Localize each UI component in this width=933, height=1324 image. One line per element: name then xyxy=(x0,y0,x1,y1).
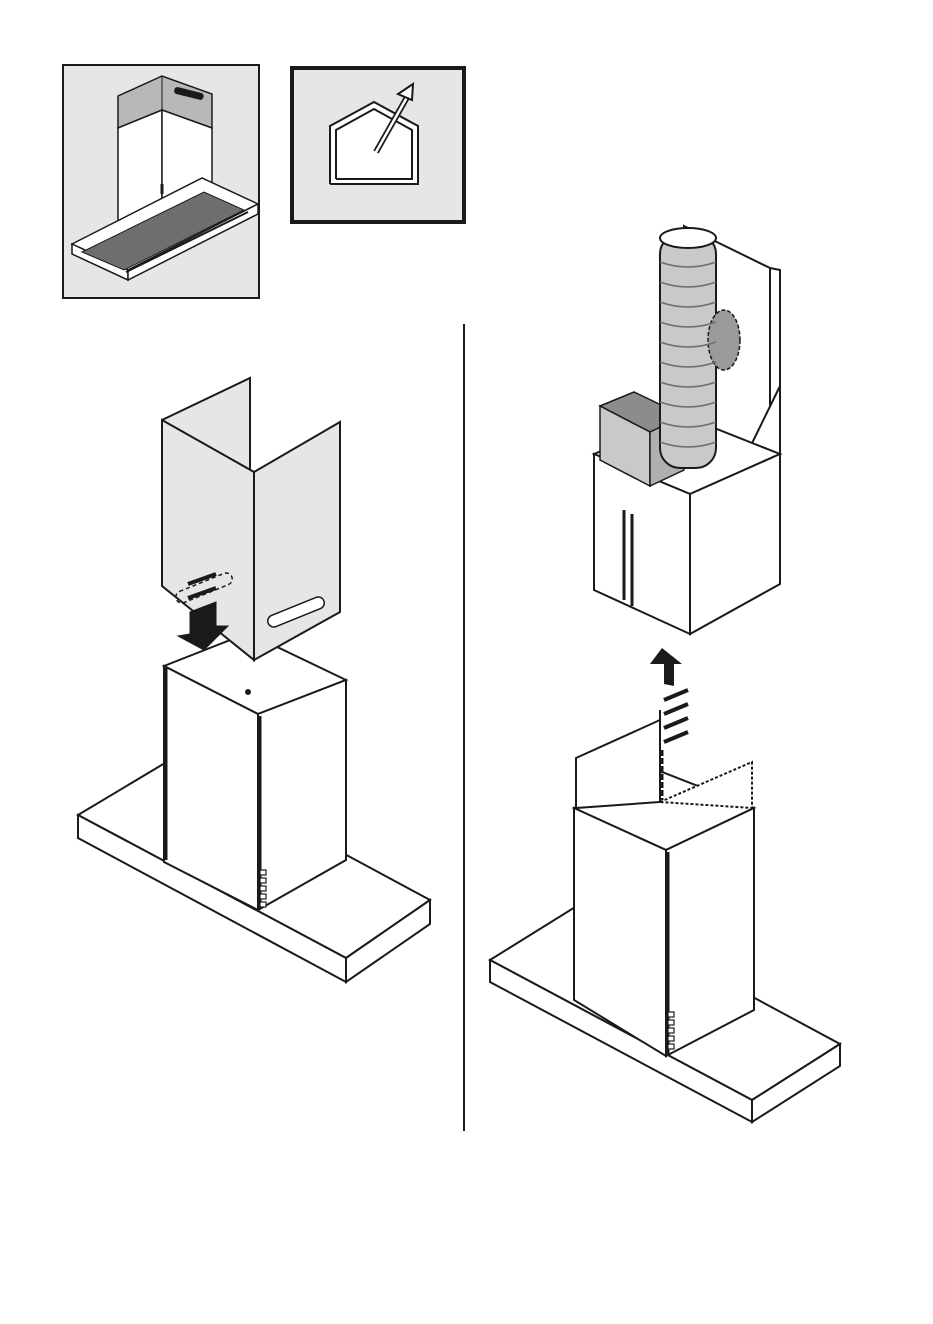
hood-lower-chimney-diagram xyxy=(70,360,440,1000)
house-exhaust-arrow-icon xyxy=(290,66,466,224)
hood-raised-chimney-diagram xyxy=(484,210,854,1130)
product-thumbnail-panel xyxy=(62,64,260,299)
step-divider xyxy=(463,324,465,1131)
step-2-illustration xyxy=(484,210,854,1130)
mode-symbol-panel xyxy=(290,66,466,224)
chimney-hood-icon xyxy=(62,64,260,299)
step-1-illustration xyxy=(70,360,440,1000)
